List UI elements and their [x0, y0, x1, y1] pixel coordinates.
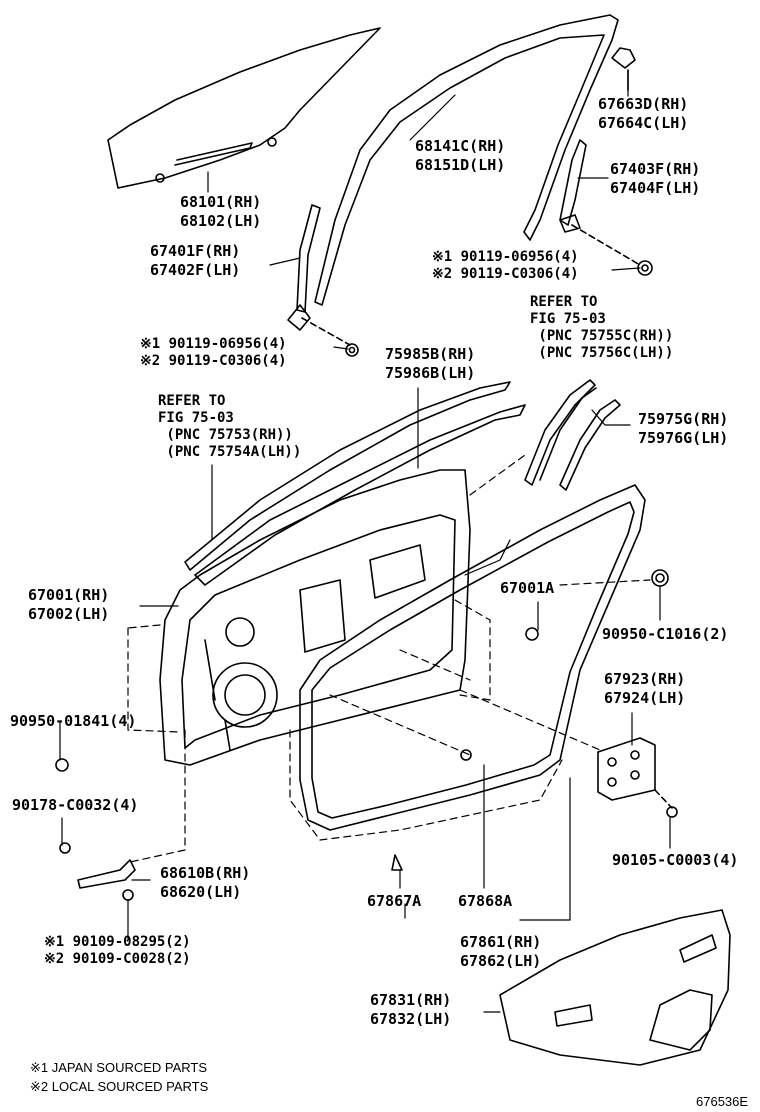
rear-molding: [524, 379, 621, 491]
label-glass: 68101(RH)68102(LH): [180, 193, 261, 231]
footnotes: ※1 JAPAN SOURCED PARTS ※2 LOCAL SOURCED P…: [30, 1058, 208, 1096]
label-bolt-front: ※1 90119-06956(4)※2 90119-C0306(4): [140, 336, 287, 370]
part-number: 68610B(RH): [160, 864, 251, 882]
part-number: 67404F(LH): [610, 179, 701, 197]
part-number: 68101(RH): [180, 193, 262, 211]
diagram-code: 676536E: [696, 1094, 749, 1109]
part-number: 67403F(RH): [610, 160, 701, 178]
label-regulator-channel-front: 67401F(RH)67402F(LH): [150, 242, 240, 280]
part-number: 75976G(LH): [638, 429, 729, 447]
part-number: 90950-C1016(2): [602, 625, 729, 643]
part-number: 67861(RH): [460, 933, 542, 951]
label-bolt-check: ※1 90109-08295(2)※2 90109-C0028(2): [44, 934, 191, 968]
service-hole-cover: [499, 909, 731, 1066]
reference-text: (PNC 75754A(LH)): [158, 444, 302, 460]
part-number: 75975G(RH): [638, 410, 729, 428]
leader-lines: [59, 69, 671, 1013]
part-number: 68151D(LH): [415, 156, 506, 174]
label-weatherstrip-door: 67861(RH)67862(LH): [460, 933, 541, 971]
label-cover-top: 67663D(RH)67664C(LH): [598, 95, 688, 133]
door-weatherstrip: [299, 484, 646, 831]
hinge-bracket: [597, 737, 678, 818]
window-run-channel: [314, 14, 619, 306]
part-number: 67923(RH): [604, 670, 686, 688]
reference-text: (PNC 75753(RH)): [158, 427, 293, 443]
part-number: ※2 90119-C0306(4): [432, 266, 579, 282]
part-number: 67924(LH): [604, 689, 686, 707]
reference-text: FIG 75-03: [158, 410, 234, 426]
label-molding: 75975G(RH)75976G(LH): [638, 410, 728, 448]
door-check: [55, 569, 669, 901]
reference-text: (PNC 75755C(RH)): [530, 328, 674, 344]
label-plug-b: 90950-C1016(2): [602, 625, 728, 644]
reference-text: REFER TO: [158, 393, 226, 409]
part-number: 67868A: [458, 892, 513, 910]
part-number: 75986B(LH): [385, 364, 476, 382]
part-number: 68102(LH): [180, 212, 262, 230]
part-number: 67002(LH): [28, 605, 110, 623]
front-channel: [287, 204, 359, 357]
corner-cover: [611, 47, 636, 91]
part-number: 67867A: [367, 892, 422, 910]
footnote: ※1 JAPAN SOURCED PARTS: [30, 1060, 208, 1075]
label-bolt-rear: ※1 90119-06956(4)※2 90119-C0306(4): [432, 249, 579, 283]
part-number: 90950-01841(4): [10, 712, 137, 730]
part-number: 67402F(LH): [150, 261, 241, 279]
part-number: ※1 90119-06956(4): [432, 249, 579, 265]
part-number: 67001(RH): [28, 586, 110, 604]
part-number: ※1 90119-06956(4): [140, 336, 287, 352]
label-run-channel: 68141C(RH)68151D(LH): [415, 137, 505, 175]
label-service-hole-cover: 67831(RH)67832(LH): [370, 991, 451, 1029]
assembly-lines: [127, 454, 651, 863]
label-plug-c: 90950-01841(4): [10, 712, 136, 731]
part-number: 90178-C0032(4): [12, 796, 139, 814]
part-number: ※2 90109-C0028(2): [44, 951, 191, 967]
part-number: 67001A: [500, 579, 555, 597]
part-number: ※1 90109-08295(2): [44, 934, 191, 950]
label-plug-a: 67001A: [500, 579, 554, 598]
footnote: ※2 LOCAL SOURCED PARTS: [30, 1079, 209, 1094]
label-clip-b: 67868A: [458, 892, 512, 911]
label-weatherstrip-outer: 75985B(RH)75986B(LH): [385, 345, 475, 383]
reference-text: FIG 75-03: [530, 311, 606, 327]
reference-text: REFER TO: [530, 294, 598, 310]
part-number: 67664C(LH): [598, 114, 689, 132]
reference-text: (PNC 75756C(LH)): [530, 345, 674, 361]
label-check: 68610B(RH)68620(LH): [160, 864, 250, 902]
rear-channel: [559, 139, 653, 276]
label-door-panel: 67001(RH)67002(LH): [28, 586, 109, 624]
label-regulator-channel-rear: 67403F(RH)67404F(LH): [610, 160, 700, 198]
part-number: 67401F(RH): [150, 242, 241, 260]
door-panel: [159, 469, 471, 766]
label-clip-a: 67867A: [367, 892, 421, 911]
label-bolt-hinge: 90178-C0032(4): [12, 796, 138, 815]
part-number: 75985B(RH): [385, 345, 476, 363]
part-number: 68141C(RH): [415, 137, 506, 155]
part-number: 67832(LH): [370, 1010, 452, 1028]
part-number: 67831(RH): [370, 991, 452, 1009]
label-hinge-bracket: 67923(RH)67924(LH): [604, 670, 685, 708]
part-number: 90105-C0003(4): [612, 851, 739, 869]
part-number: 67862(LH): [460, 952, 542, 970]
part-number: 67663D(RH): [598, 95, 689, 113]
door-glass: [107, 27, 381, 189]
belt-weatherstrip: [184, 381, 526, 586]
part-number: ※2 90119-C0306(4): [140, 353, 287, 369]
part-number: 68620(LH): [160, 883, 242, 901]
label-bolt-bracket: 90105-C0003(4): [612, 851, 738, 870]
